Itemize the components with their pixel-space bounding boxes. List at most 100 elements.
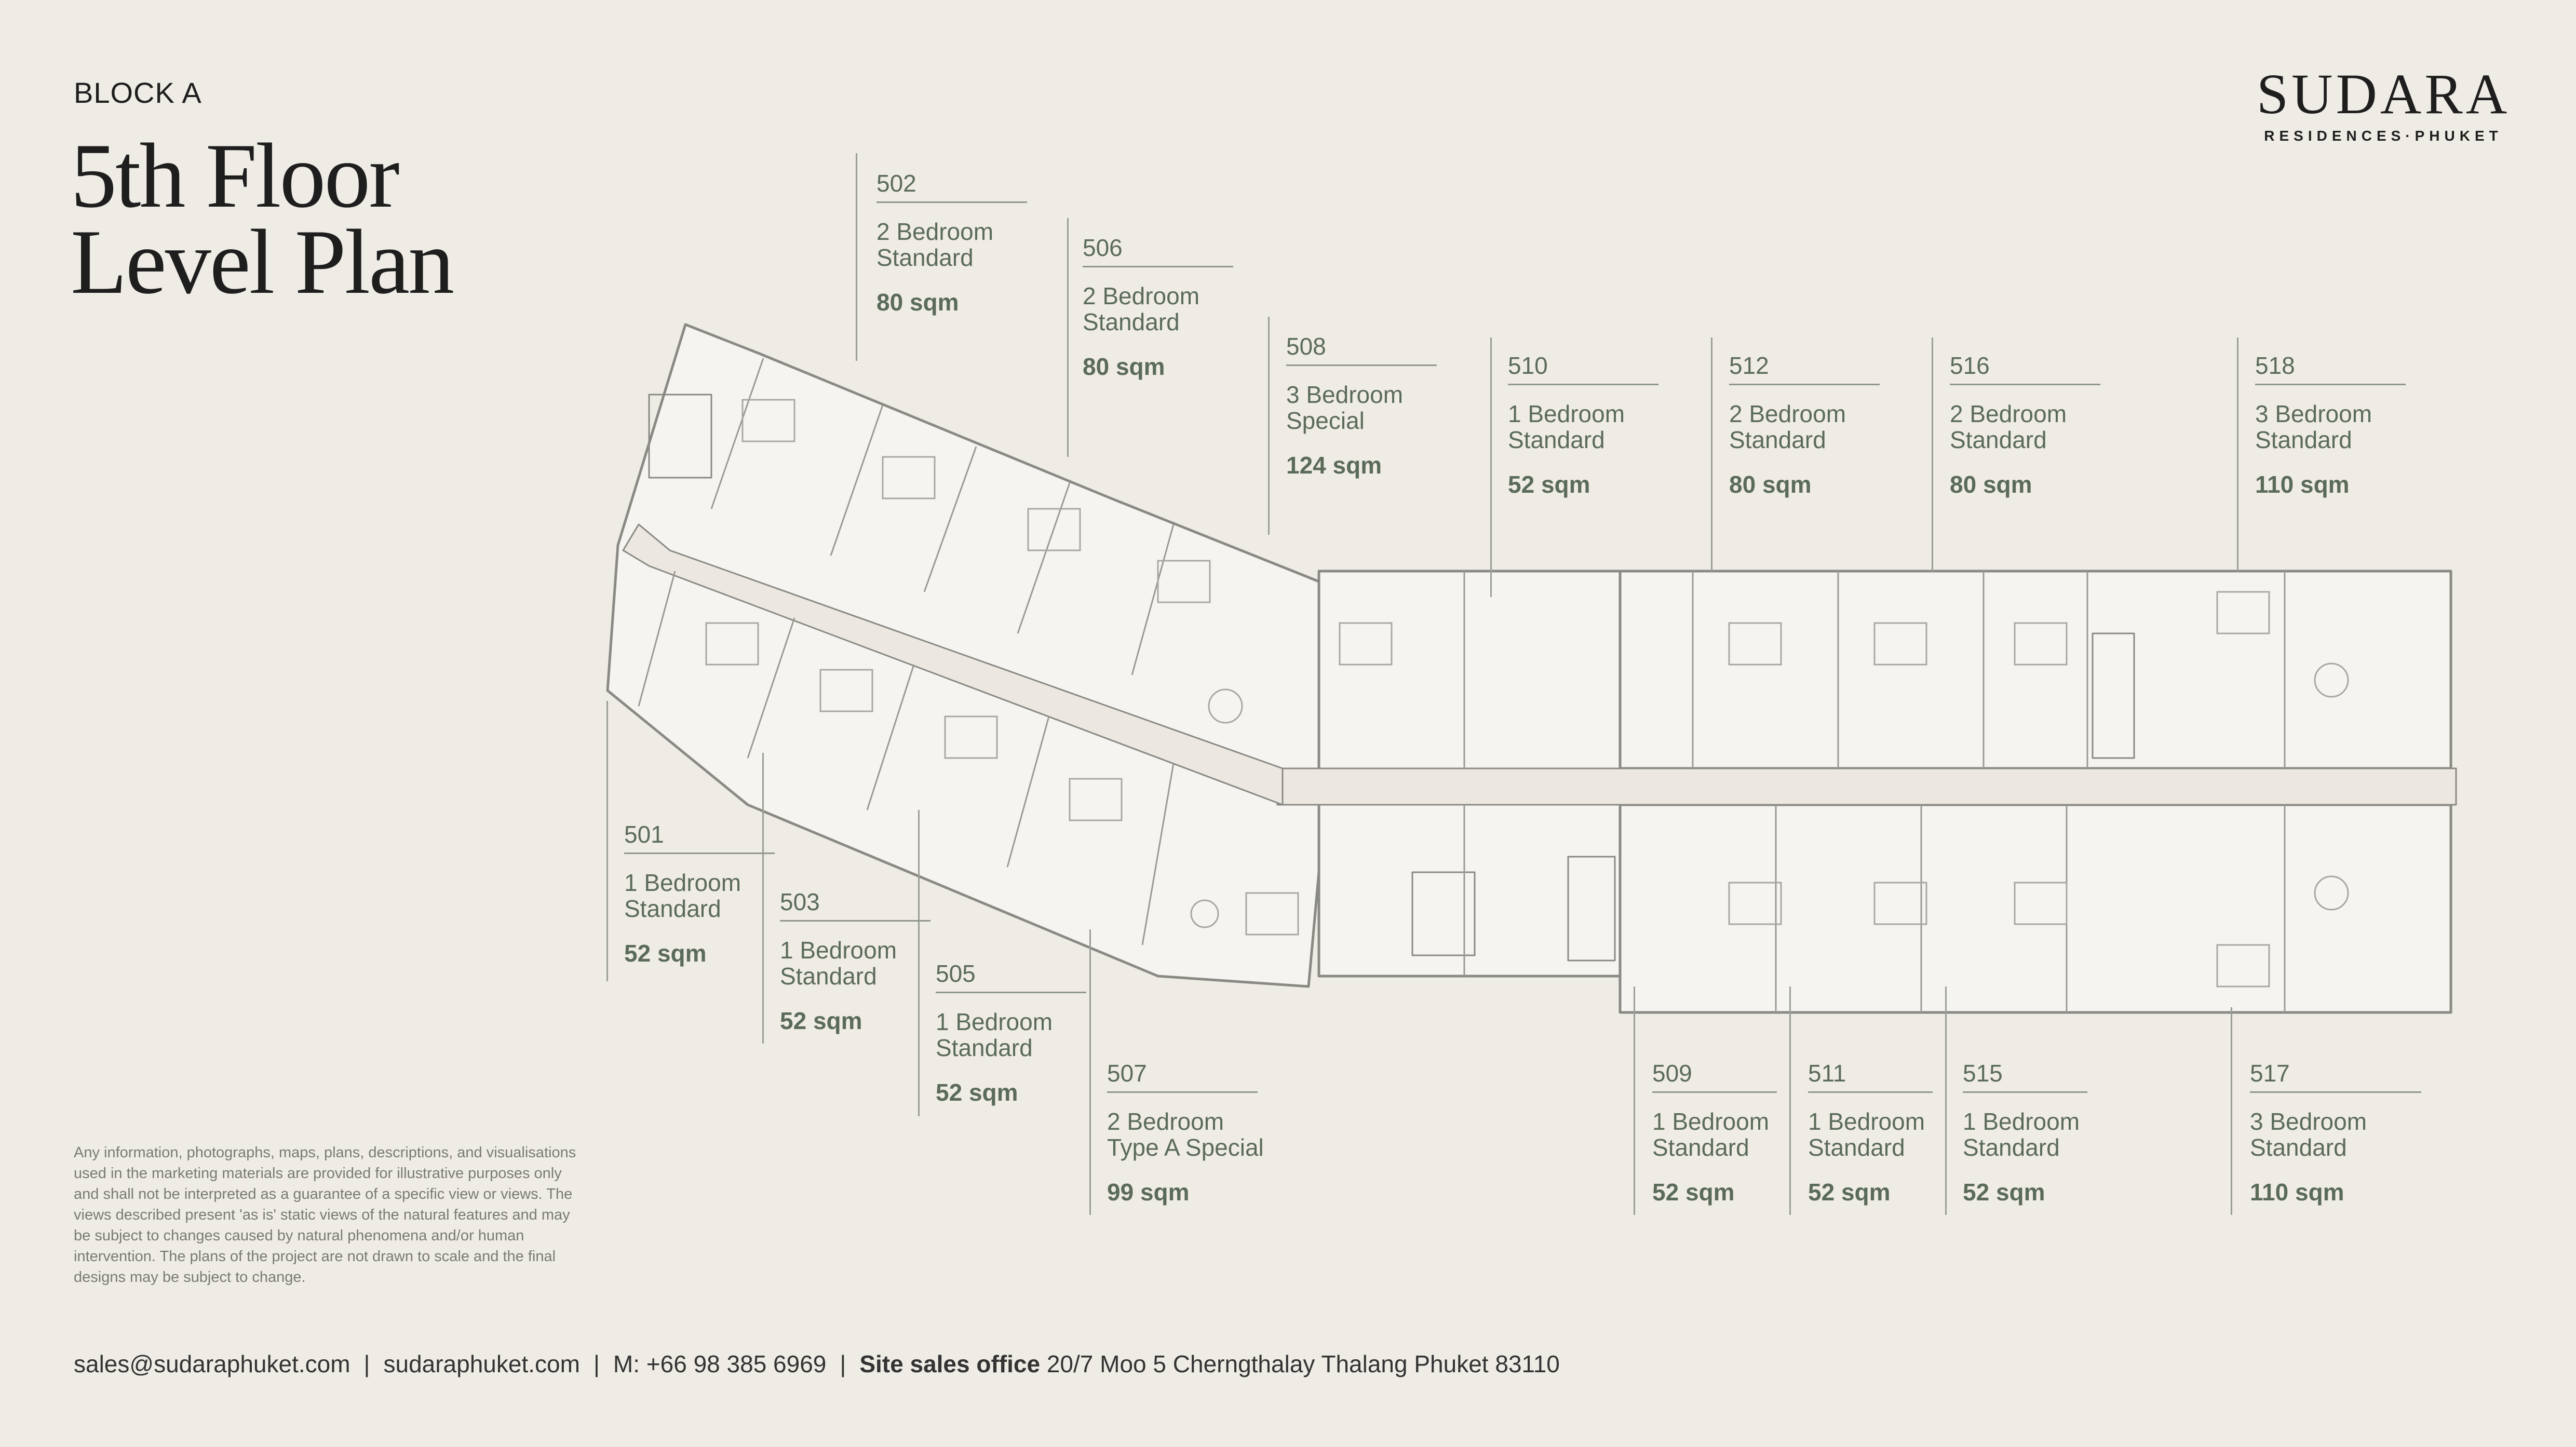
unit-type-sub: Standard (1950, 426, 2047, 453)
leader-516 (1932, 337, 1933, 571)
unit-size: 52 sqm (1652, 1179, 1735, 1206)
disclaimer-text: Any information, photographs, maps, plan… (74, 1144, 576, 1286)
unit-size: 80 sqm (1950, 471, 2032, 498)
unit-type: 1 Bedroom (1652, 1108, 1770, 1135)
leader-518 (2237, 337, 2238, 571)
main-corridor (1276, 767, 2457, 806)
footer-email-link[interactable]: sales@sudaraphuket.com (74, 1350, 350, 1377)
footer-separator: | (363, 1350, 370, 1377)
unit-type-sub: Standard (2250, 1134, 2347, 1161)
unit-type-sub: Standard (876, 244, 974, 271)
footer-mobile[interactable]: M: +66 98 385 6969 (613, 1350, 827, 1377)
stair-west (648, 394, 712, 479)
leader-506 (1067, 218, 1069, 457)
unit-label-509: 509 1 Bedroom Standard 52 sqm (1652, 1059, 1777, 1206)
unit-type: 2 Bedroom (1083, 282, 1200, 309)
west-wing-outline (606, 323, 1331, 988)
unit-type: 2 Bedroom (1729, 400, 1846, 427)
unit-label-517: 517 3 Bedroom Standard 110 sqm (2250, 1059, 2421, 1206)
unit-size: 110 sqm (2250, 1179, 2344, 1206)
unit-type-sub: Standard (936, 1034, 1033, 1061)
unit-size: 110 sqm (2255, 471, 2350, 498)
footer-website-link[interactable]: sudaraphuket.com (383, 1350, 580, 1377)
unit-number: 511 (1808, 1059, 1933, 1093)
unit-type-sub: Standard (1729, 426, 1826, 453)
stair-east (2092, 632, 2135, 759)
leader-511 (1789, 986, 1791, 1215)
unit-type: 1 Bedroom (936, 1008, 1053, 1035)
unit-type: 3 Bedroom (2255, 400, 2372, 427)
unit-label-507: 507 2 Bedroom Type A Special 99 sqm (1107, 1059, 1264, 1206)
leader-515 (1945, 986, 1947, 1215)
unit-number: 501 (624, 820, 775, 854)
logo-subtitle: RESIDENCES·PHUKET (2264, 128, 2503, 144)
footer-separator: | (593, 1350, 600, 1377)
unit-type: 2 Bedroom (1950, 400, 2067, 427)
leader-510 (1490, 337, 1492, 597)
unit-number: 512 (1729, 351, 1880, 385)
unit-type: 1 Bedroom (1508, 400, 1625, 427)
leader-501 (606, 701, 608, 981)
page-title-line-2: Level Plan (71, 210, 454, 313)
unit-label-503: 503 1 Bedroom Standard 52 sqm (780, 888, 930, 1035)
logo-name: SUDARA (2256, 62, 2511, 126)
unit-size: 52 sqm (936, 1079, 1018, 1106)
unit-type-sub: Standard (1652, 1134, 1749, 1161)
leader-512 (1711, 337, 1712, 571)
unit-type: 1 Bedroom (1963, 1108, 2080, 1135)
unit-size: 80 sqm (1083, 353, 1165, 380)
unit-label-505: 505 1 Bedroom Standard 52 sqm (936, 959, 1086, 1106)
unit-type: 1 Bedroom (780, 937, 897, 964)
unit-label-508: 508 3 Bedroom Special 124 sqm (1286, 332, 1437, 479)
leader-503 (762, 753, 764, 1044)
sudara-logo: SUDARA RESIDENCES·PHUKET (2254, 65, 2513, 144)
unit-number: 509 (1652, 1059, 1777, 1093)
leader-505 (918, 810, 920, 1116)
unit-type: 3 Bedroom (2250, 1108, 2367, 1135)
unit-number: 515 (1963, 1059, 2087, 1093)
unit-number: 506 (1083, 234, 1233, 267)
unit-number: 508 (1286, 332, 1437, 366)
unit-size: 124 sqm (1286, 452, 1382, 479)
unit-number: 502 (876, 169, 1027, 203)
unit-label-516: 516 2 Bedroom Standard 80 sqm (1950, 351, 2100, 498)
unit-number: 507 (1107, 1059, 1258, 1093)
unit-type: 1 Bedroom (1808, 1108, 1925, 1135)
unit-label-502: 502 2 Bedroom Standard 80 sqm (876, 169, 1027, 316)
unit-label-510: 510 1 Bedroom Standard 52 sqm (1508, 351, 1658, 498)
west-corridor (622, 523, 1284, 806)
lift-core (1567, 856, 1616, 962)
unit-type-sub: Standard (624, 895, 721, 922)
stair-core (1411, 871, 1476, 956)
unit-type-sub: Standard (780, 963, 877, 990)
leader-502 (856, 153, 857, 361)
east-wing-south (1619, 803, 2452, 1014)
unit-type: 3 Bedroom (1286, 381, 1404, 408)
page-title-line-1: 5th Floor (71, 124, 400, 227)
unit-size: 99 sqm (1107, 1179, 1190, 1206)
leader-517 (2231, 1007, 2232, 1215)
leader-509 (1634, 986, 1635, 1215)
leader-507 (1089, 929, 1091, 1215)
footer-contact: sales@sudaraphuket.com | sudaraphuket.com |… (74, 1350, 1560, 1378)
unit-number: 505 (936, 959, 1086, 993)
unit-type: 2 Bedroom (876, 218, 994, 245)
unit-type-sub: Standard (1083, 308, 1180, 335)
unit-label-512: 512 2 Bedroom Standard 80 sqm (1729, 351, 1880, 498)
unit-size: 80 sqm (876, 289, 959, 316)
unit-size: 52 sqm (1963, 1179, 2045, 1206)
page-title: 5th Floor Level Plan (71, 124, 454, 313)
unit-number: 503 (780, 888, 930, 922)
unit-label-501: 501 1 Bedroom Standard 52 sqm (624, 820, 775, 967)
unit-label-515: 515 1 Bedroom Standard 52 sqm (1963, 1059, 2087, 1206)
unit-label-506: 506 2 Bedroom Standard 80 sqm (1083, 234, 1233, 381)
unit-label-518: 518 3 Bedroom Standard 110 sqm (2255, 351, 2406, 498)
unit-type-sub: Standard (1508, 426, 1605, 453)
unit-number: 517 (2250, 1059, 2421, 1093)
unit-size: 52 sqm (1508, 471, 1590, 498)
unit-size: 52 sqm (624, 940, 707, 967)
unit-type-sub: Special (1286, 407, 1365, 434)
unit-type: 1 Bedroom (624, 869, 741, 896)
unit-type: 2 Bedroom (1107, 1108, 1224, 1135)
